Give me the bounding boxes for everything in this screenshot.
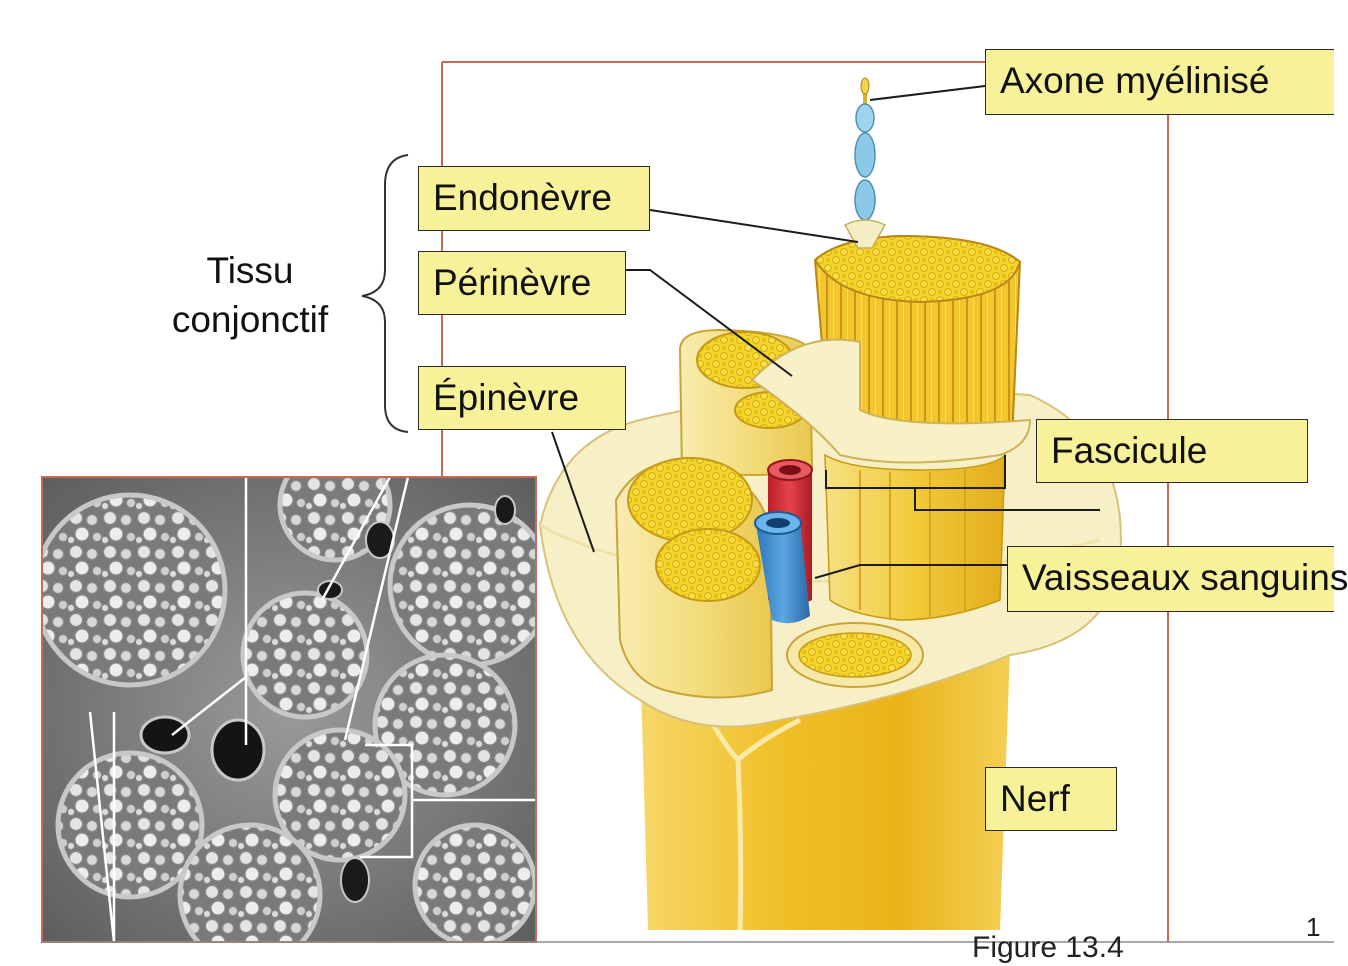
leader-endonevre: [649, 209, 859, 243]
leader-perinevre: [626, 269, 793, 377]
page-number: 1: [1306, 912, 1321, 942]
curly-brace: [361, 154, 409, 433]
leader-epinevre: [551, 431, 595, 553]
group-line-2: conjonctif: [171, 299, 329, 340]
sem-micrograph: [42, 477, 536, 942]
perineurium-collar: [750, 338, 1032, 464]
figure-caption: Figure 13.4: [972, 931, 1124, 964]
label-axone-myelinise: Axone myélinisé: [985, 49, 1334, 115]
vein: [756, 520, 810, 624]
label-tissu-conjonctif: Tissu conjonctif: [150, 246, 350, 344]
group-line-1: Tissu: [206, 250, 294, 291]
leader-fascicule-stem: [914, 488, 1100, 511]
leader-vaisseaux: [814, 564, 1007, 579]
label-nerf: Nerf: [985, 767, 1117, 831]
label-vaisseaux-sanguins: Vaisseaux sanguins: [1007, 546, 1348, 612]
label-fascicule: Fascicule: [1036, 419, 1308, 483]
label-epinevre: Épinèvre: [418, 366, 626, 430]
label-endonevre: Endonèvre: [418, 166, 650, 231]
label-perinevre: Périnèvre: [418, 251, 626, 315]
leader-axon: [869, 85, 986, 101]
myelinated-axon: [843, 77, 887, 249]
leader-lines: [551, 85, 1100, 579]
